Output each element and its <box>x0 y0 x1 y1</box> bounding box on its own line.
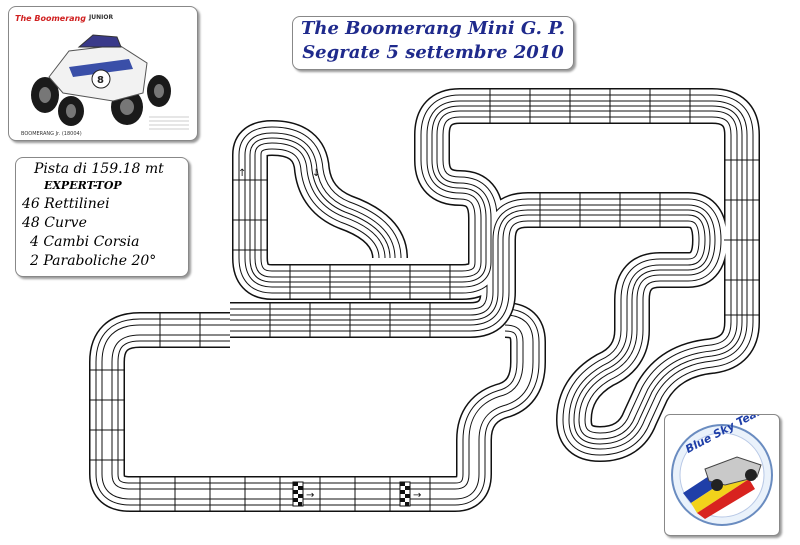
track-type: EXPERT-TOP <box>44 179 122 192</box>
car-photo-box: The Boomerang JUNIOR 8 BO <box>8 6 198 141</box>
section-joints <box>89 88 760 512</box>
model-label: JUNIOR <box>89 14 114 21</box>
car-caption: BOOMERANG Jr. (18004) <box>21 131 82 137</box>
banked-curves-count: 2 Paraboliche 20° <box>30 253 157 269</box>
arrow-down: ↓ <box>312 168 320 179</box>
car-number: 8 <box>97 75 104 86</box>
team-logo-box: Blue Sky Team <box>664 414 780 536</box>
lane-changes-count: 4 Cambi Corsia <box>30 234 140 250</box>
title-line1: The Boomerang Mini G. P. <box>300 18 566 39</box>
title-line2: Segrate 5 settembre 2010 <box>302 42 564 63</box>
track-length: Pista di 159.18 mt <box>34 161 164 177</box>
arrow-right-2: → <box>413 490 421 501</box>
direction-arrows: ↑ ↓ → → <box>238 168 421 501</box>
straights-count: 46 Rettilinei <box>22 196 110 212</box>
arrow-right-1: → <box>306 490 314 501</box>
team-logo: Blue Sky Team <box>671 415 773 526</box>
curves-count: 48 Curve <box>22 215 87 231</box>
logo-red-stripe <box>697 479 755 519</box>
arrow-up: ↑ <box>238 168 246 179</box>
title-box: The Boomerang Mini G. P. Segrate 5 sette… <box>292 16 574 70</box>
track-body <box>89 88 760 512</box>
car-illustration: 8 <box>31 34 189 130</box>
brand-logo: The Boomerang <box>15 14 86 23</box>
start-finish-markers <box>292 481 411 507</box>
track-info-box: Pista di 159.18 mt EXPERT-TOP 46 Rettili… <box>15 157 189 277</box>
